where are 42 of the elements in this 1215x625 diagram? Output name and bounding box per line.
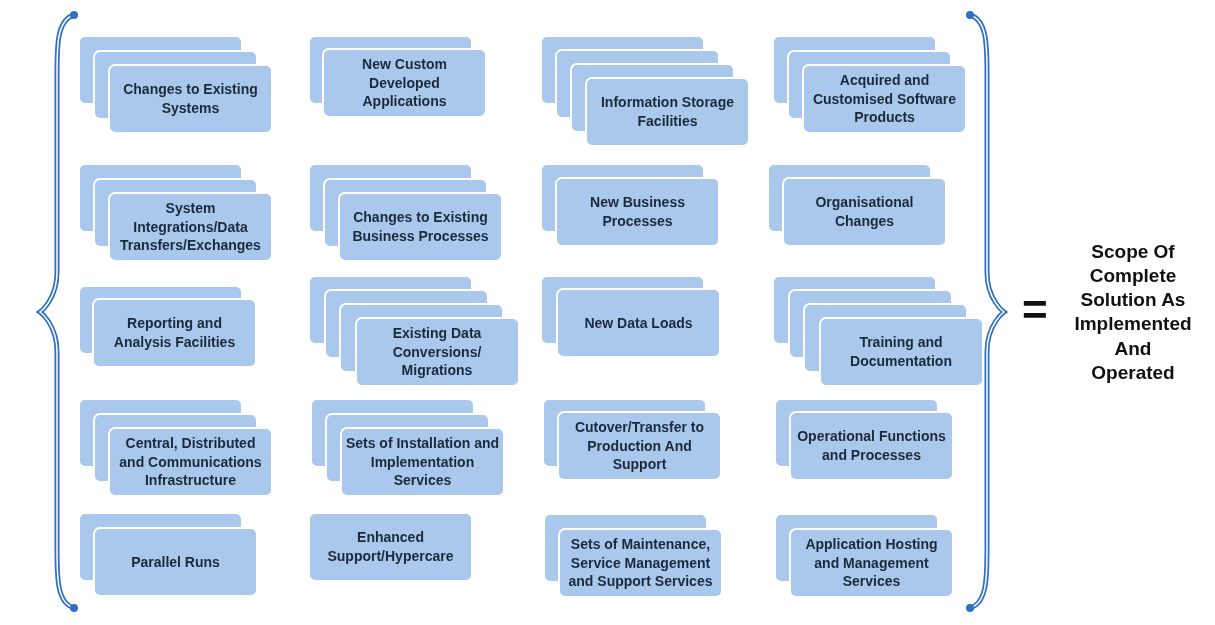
scope-text: Scope Of Complete Solution As Implemented And Operated — [1073, 240, 1193, 385]
card-text: Sets of Maintenance, Service Management and Support Services — [567, 534, 714, 592]
card-text: Reporting and Analysis Facilities — [112, 314, 237, 352]
card-stack — [78, 512, 258, 597]
card-stack — [772, 275, 984, 387]
card-stack — [308, 163, 503, 262]
process-card — [308, 512, 473, 582]
card-text: Parallel Runs — [130, 552, 221, 572]
card-stack — [542, 398, 722, 481]
equals-sign: = — [1022, 288, 1048, 332]
card-stack — [310, 398, 505, 497]
card-text: Cutover/Transfer to Production And Support — [573, 417, 706, 475]
card-text: New Data Loads — [583, 313, 694, 333]
card-stack — [308, 35, 487, 118]
card-stack — [308, 275, 520, 387]
card-stack — [540, 275, 721, 358]
card-text: Enhanced Support/Hypercare — [326, 528, 455, 566]
card-text: Acquired and Customised Software Products — [811, 70, 958, 128]
card-stack — [78, 163, 273, 262]
card-text: New Business Processes — [589, 193, 686, 231]
card-text: Sets of Installation and Implementation Services — [344, 433, 501, 491]
card-text: System Integrations/Data Transfers/Exchanges — [119, 198, 262, 256]
card-stack — [78, 35, 273, 134]
card-text: Existing Data Conversions/ Migrations — [391, 323, 483, 381]
card-stack — [78, 285, 257, 368]
card-text: Information Storage Facilities — [600, 93, 735, 131]
card-stack — [543, 513, 723, 598]
card-stack — [774, 398, 954, 481]
card-stack — [774, 513, 954, 598]
card-text: New Custom Developed Applications — [361, 54, 448, 112]
card-stack — [540, 35, 750, 147]
card-text: Application Hosting and Management Services — [804, 534, 939, 592]
card-stack — [540, 163, 720, 247]
card-text: Central, Distributed and Communications Infrastructure — [118, 433, 263, 491]
card-text: Training and Documentation — [849, 333, 953, 371]
card-stack — [78, 398, 273, 497]
card-stack — [767, 163, 947, 247]
card-text: Changes to Existing Business Processes — [351, 208, 490, 246]
card-text: Changes to Existing Systems — [122, 80, 259, 118]
card-text: Operational Functions and Processes — [796, 427, 947, 465]
card-text: Organisational Changes — [814, 193, 915, 231]
card-stack — [772, 35, 967, 134]
